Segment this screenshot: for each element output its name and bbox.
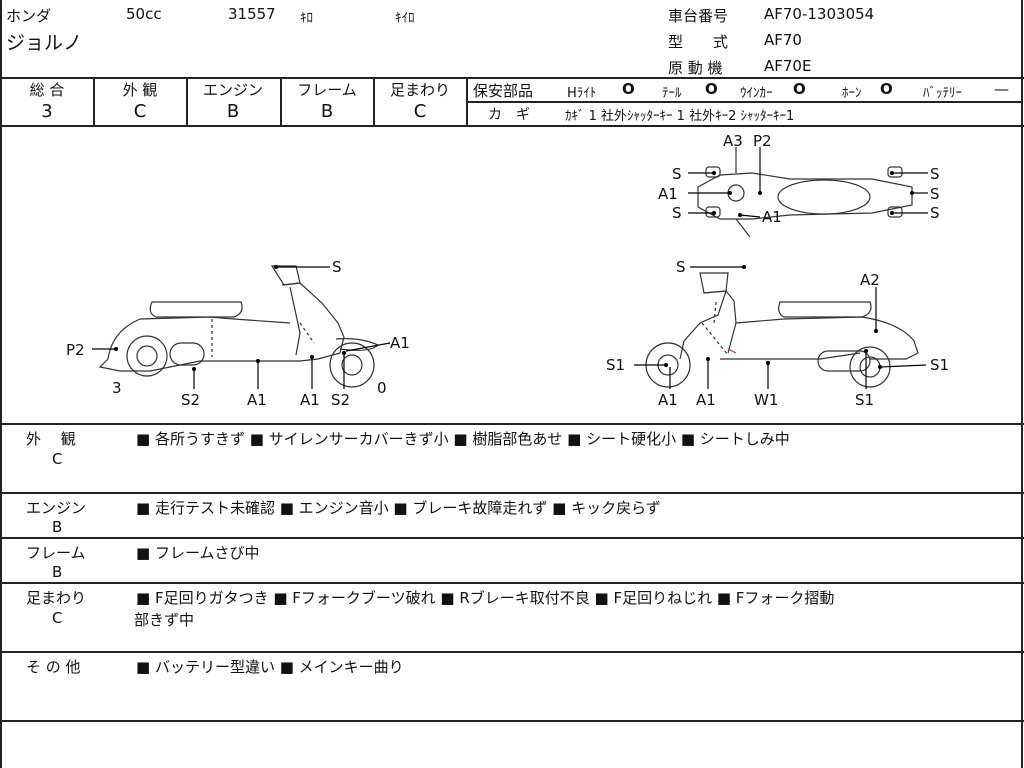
label-right-S1-rear: S1 bbox=[930, 356, 949, 374]
label-top-A3: A3 bbox=[723, 132, 743, 150]
scooter-top-view bbox=[697, 147, 913, 238]
divider bbox=[186, 77, 188, 125]
model-name: ジョルノ bbox=[6, 32, 83, 54]
safety-item-tail: ﾃｰﾙ bbox=[662, 86, 682, 101]
label-right-A2: A2 bbox=[860, 271, 880, 289]
safety-item-headlight: Hﾗｲﾄ bbox=[567, 86, 597, 101]
scooter-right-view bbox=[645, 272, 919, 388]
section-text-exterior: ■ 各所うすきず ■ サイレンサーカバーきず小 ■ 樹脂部色あせ ■ シート硬化… bbox=[136, 430, 790, 448]
grade-label-suspension: 足まわり bbox=[389, 81, 450, 99]
label-left-A1-front: A1 bbox=[390, 334, 410, 352]
section-text-engine: ■ 走行テスト未確認 ■ エンジン音小 ■ ブレーキ故障走れず ■ キック戻らず bbox=[136, 499, 661, 517]
section-title-frame: フレーム bbox=[26, 544, 86, 562]
divider bbox=[0, 492, 1024, 494]
divider bbox=[466, 77, 468, 125]
grade-label-engine: エンジン bbox=[202, 81, 263, 99]
label-left-0: 0 bbox=[377, 379, 387, 397]
section-grade-exterior: C bbox=[52, 450, 63, 468]
engine-model: AF70E bbox=[764, 57, 812, 75]
scooter-left-view bbox=[98, 265, 380, 388]
grade-suspension: C bbox=[413, 101, 427, 122]
frame-number-label: 車台番号 bbox=[668, 7, 729, 25]
label-top-S-mid-right: S bbox=[930, 185, 940, 203]
divider bbox=[0, 582, 1024, 584]
label-right-S1-bottom: S1 bbox=[855, 391, 874, 409]
section-text2-suspension: 部きず中 bbox=[134, 611, 195, 629]
engine-model-label: 原 動 機 bbox=[668, 59, 723, 77]
label-top-S-lower-left: S bbox=[672, 204, 682, 222]
section-grade-suspension: C bbox=[52, 609, 63, 627]
divider bbox=[373, 77, 375, 125]
safety-item-winker: ｳｲﾝｶｰ bbox=[740, 86, 773, 101]
grade-engine: B bbox=[226, 101, 240, 122]
outer-right-border bbox=[1021, 0, 1023, 768]
unit-type: ｷｲﾛ bbox=[395, 11, 415, 26]
divider bbox=[280, 77, 282, 125]
label-top-P2: P2 bbox=[753, 132, 772, 150]
label-top-S-upper-right: S bbox=[930, 165, 940, 183]
label-left-S2-front: S2 bbox=[331, 391, 350, 409]
safety-status-winker: O bbox=[793, 80, 806, 98]
divider bbox=[0, 720, 1024, 722]
key-label: カ ギ bbox=[488, 107, 530, 123]
mileage: 31557 bbox=[228, 5, 276, 23]
divider bbox=[0, 651, 1024, 653]
label-left-A1-mid: A1 bbox=[247, 391, 267, 409]
label-left-S: S bbox=[332, 258, 342, 276]
divider bbox=[0, 77, 1024, 79]
safety-status-horn: O bbox=[880, 80, 893, 98]
label-left-P2: P2 bbox=[66, 341, 85, 359]
label-left-A1-floor: A1 bbox=[300, 391, 320, 409]
label-right-S: S bbox=[676, 258, 686, 276]
section-text-frame: ■ フレームさび中 bbox=[136, 544, 260, 562]
section-text-suspension: ■ F足回りガタつき ■ Fフォークブーツ破れ ■ Rブレーキ取付不良 ■ F足… bbox=[136, 589, 835, 607]
damage-diagram: S A1 P2 S2 A1 A1 S2 3 0 A3 P2 S A1 S S S… bbox=[66, 132, 949, 409]
label-top-S-lower-right: S bbox=[930, 204, 940, 222]
displacement: 50cc bbox=[126, 5, 162, 23]
label-right-A1-floor: A1 bbox=[696, 391, 716, 409]
label-top-A1-left: A1 bbox=[658, 185, 678, 203]
label-right-S1-front: S1 bbox=[606, 356, 625, 374]
grade-label-frame: フレーム bbox=[297, 81, 357, 99]
frame-number: AF70-1303054 bbox=[764, 5, 875, 23]
safety-item-horn: ﾎｰﾝ bbox=[842, 86, 862, 101]
section-grade-frame: B bbox=[52, 563, 63, 581]
grade-overall: 3 bbox=[41, 101, 53, 122]
type-label: 型 式 bbox=[668, 33, 729, 51]
mileage-unit: ｷﾛ bbox=[300, 11, 313, 26]
safety-status-tail: O bbox=[705, 80, 718, 98]
safety-status-headlight: O bbox=[622, 80, 635, 98]
safety-status-battery: — bbox=[994, 80, 1009, 98]
maker: ホンダ bbox=[6, 7, 52, 25]
divider bbox=[0, 423, 1024, 425]
grade-frame: B bbox=[320, 101, 334, 122]
section-grade-engine: B bbox=[52, 518, 63, 536]
safety-item-battery: ﾊﾞｯﾃﾘｰ bbox=[923, 86, 962, 101]
type-value: AF70 bbox=[764, 31, 802, 49]
label-top-A1-bottom: A1 bbox=[762, 208, 782, 226]
section-title-suspension: 足まわり bbox=[26, 589, 87, 607]
label-right-W1: W1 bbox=[754, 391, 778, 409]
grade-label-exterior: 外 観 bbox=[122, 81, 158, 99]
section-title-engine: エンジン bbox=[26, 499, 87, 517]
divider bbox=[0, 537, 1024, 539]
grade-exterior: C bbox=[133, 101, 147, 122]
label-right-A1-front: A1 bbox=[658, 391, 678, 409]
label-left-3: 3 bbox=[112, 379, 122, 397]
label-left-S2-rear: S2 bbox=[181, 391, 200, 409]
divider bbox=[93, 77, 95, 125]
section-title-other: そ の 他 bbox=[26, 658, 81, 676]
label-top-S-upper-left: S bbox=[672, 165, 682, 183]
safety-label: 保安部品 bbox=[473, 82, 534, 100]
section-title-exterior: 外 観 bbox=[26, 430, 76, 448]
section-text-other: ■ バッテリー型違い ■ メインキー曲り bbox=[136, 658, 404, 676]
grade-label-overall: 総 合 bbox=[29, 81, 65, 99]
divider bbox=[0, 125, 1024, 127]
divider bbox=[467, 101, 1023, 103]
outer-left-border bbox=[0, 0, 2, 768]
key-text: ｶｷﾞ 1 社外ｼｬｯﾀｰｷｰ 1 社外ｷｰ2 ｼｬｯﾀｰｷｰ1 bbox=[565, 109, 795, 124]
